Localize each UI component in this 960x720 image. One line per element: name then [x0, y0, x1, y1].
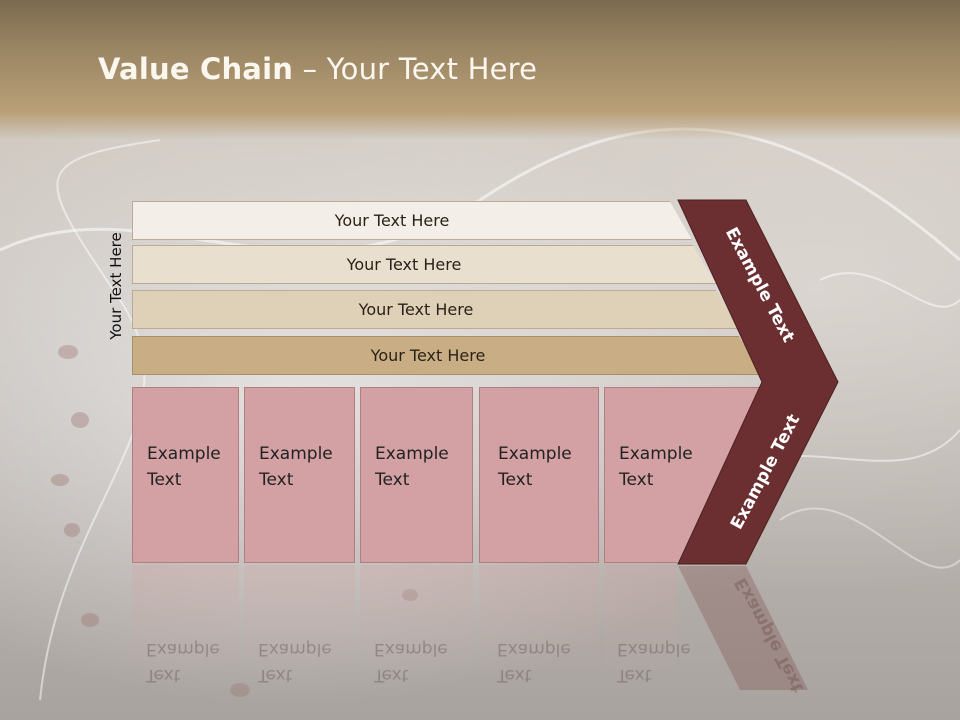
- reflection-box-4: [479, 565, 599, 685]
- activity-box-1-line2: Text: [147, 470, 182, 490]
- activity-box-2-line1: Example: [259, 444, 333, 464]
- activity-box-1-line1: Example: [147, 444, 221, 464]
- activity-box-2: Example Text: [244, 387, 355, 563]
- bar-3-label: Your Text Here: [358, 300, 474, 319]
- reflection-box-1: [132, 565, 239, 685]
- activity-box-4-line1: Example: [498, 444, 572, 464]
- reflection-box-2: [244, 565, 355, 685]
- bar-4: Your Text Here: [132, 336, 764, 375]
- bar-2-label: Your Text Here: [346, 255, 462, 274]
- bar-1: Your Text Here: [132, 201, 692, 240]
- bar-3: Your Text Here: [132, 290, 740, 329]
- activity-box-5-line1: Example: [619, 444, 693, 464]
- chevron-shape: [677, 199, 839, 565]
- activity-box-3-line1: Example: [375, 444, 449, 464]
- activity-box-4-line2: Text: [498, 470, 533, 490]
- title-band: [0, 0, 960, 140]
- activity-box-3-line2: Text: [375, 470, 410, 490]
- activity-box-5-line2: Text: [619, 470, 654, 490]
- activity-box-3: Example Text: [360, 387, 473, 563]
- bar-2: Your Text Here: [132, 245, 716, 284]
- chevron-reflection: [678, 566, 808, 690]
- title-bold: Value Chain: [98, 52, 294, 86]
- reflection-box-5: [604, 565, 676, 685]
- activity-box-1: Example Text: [132, 387, 239, 563]
- page-title: Value Chain – Your Text Here: [98, 52, 537, 86]
- bar-4-label: Your Text Here: [370, 346, 486, 365]
- bar-1-label: Your Text Here: [334, 211, 450, 230]
- activity-box-2-line2: Text: [259, 470, 294, 490]
- reflection-box-3: [360, 565, 473, 685]
- activity-box-4: Example Text: [479, 387, 599, 563]
- title-rest: – Your Text Here: [293, 52, 538, 86]
